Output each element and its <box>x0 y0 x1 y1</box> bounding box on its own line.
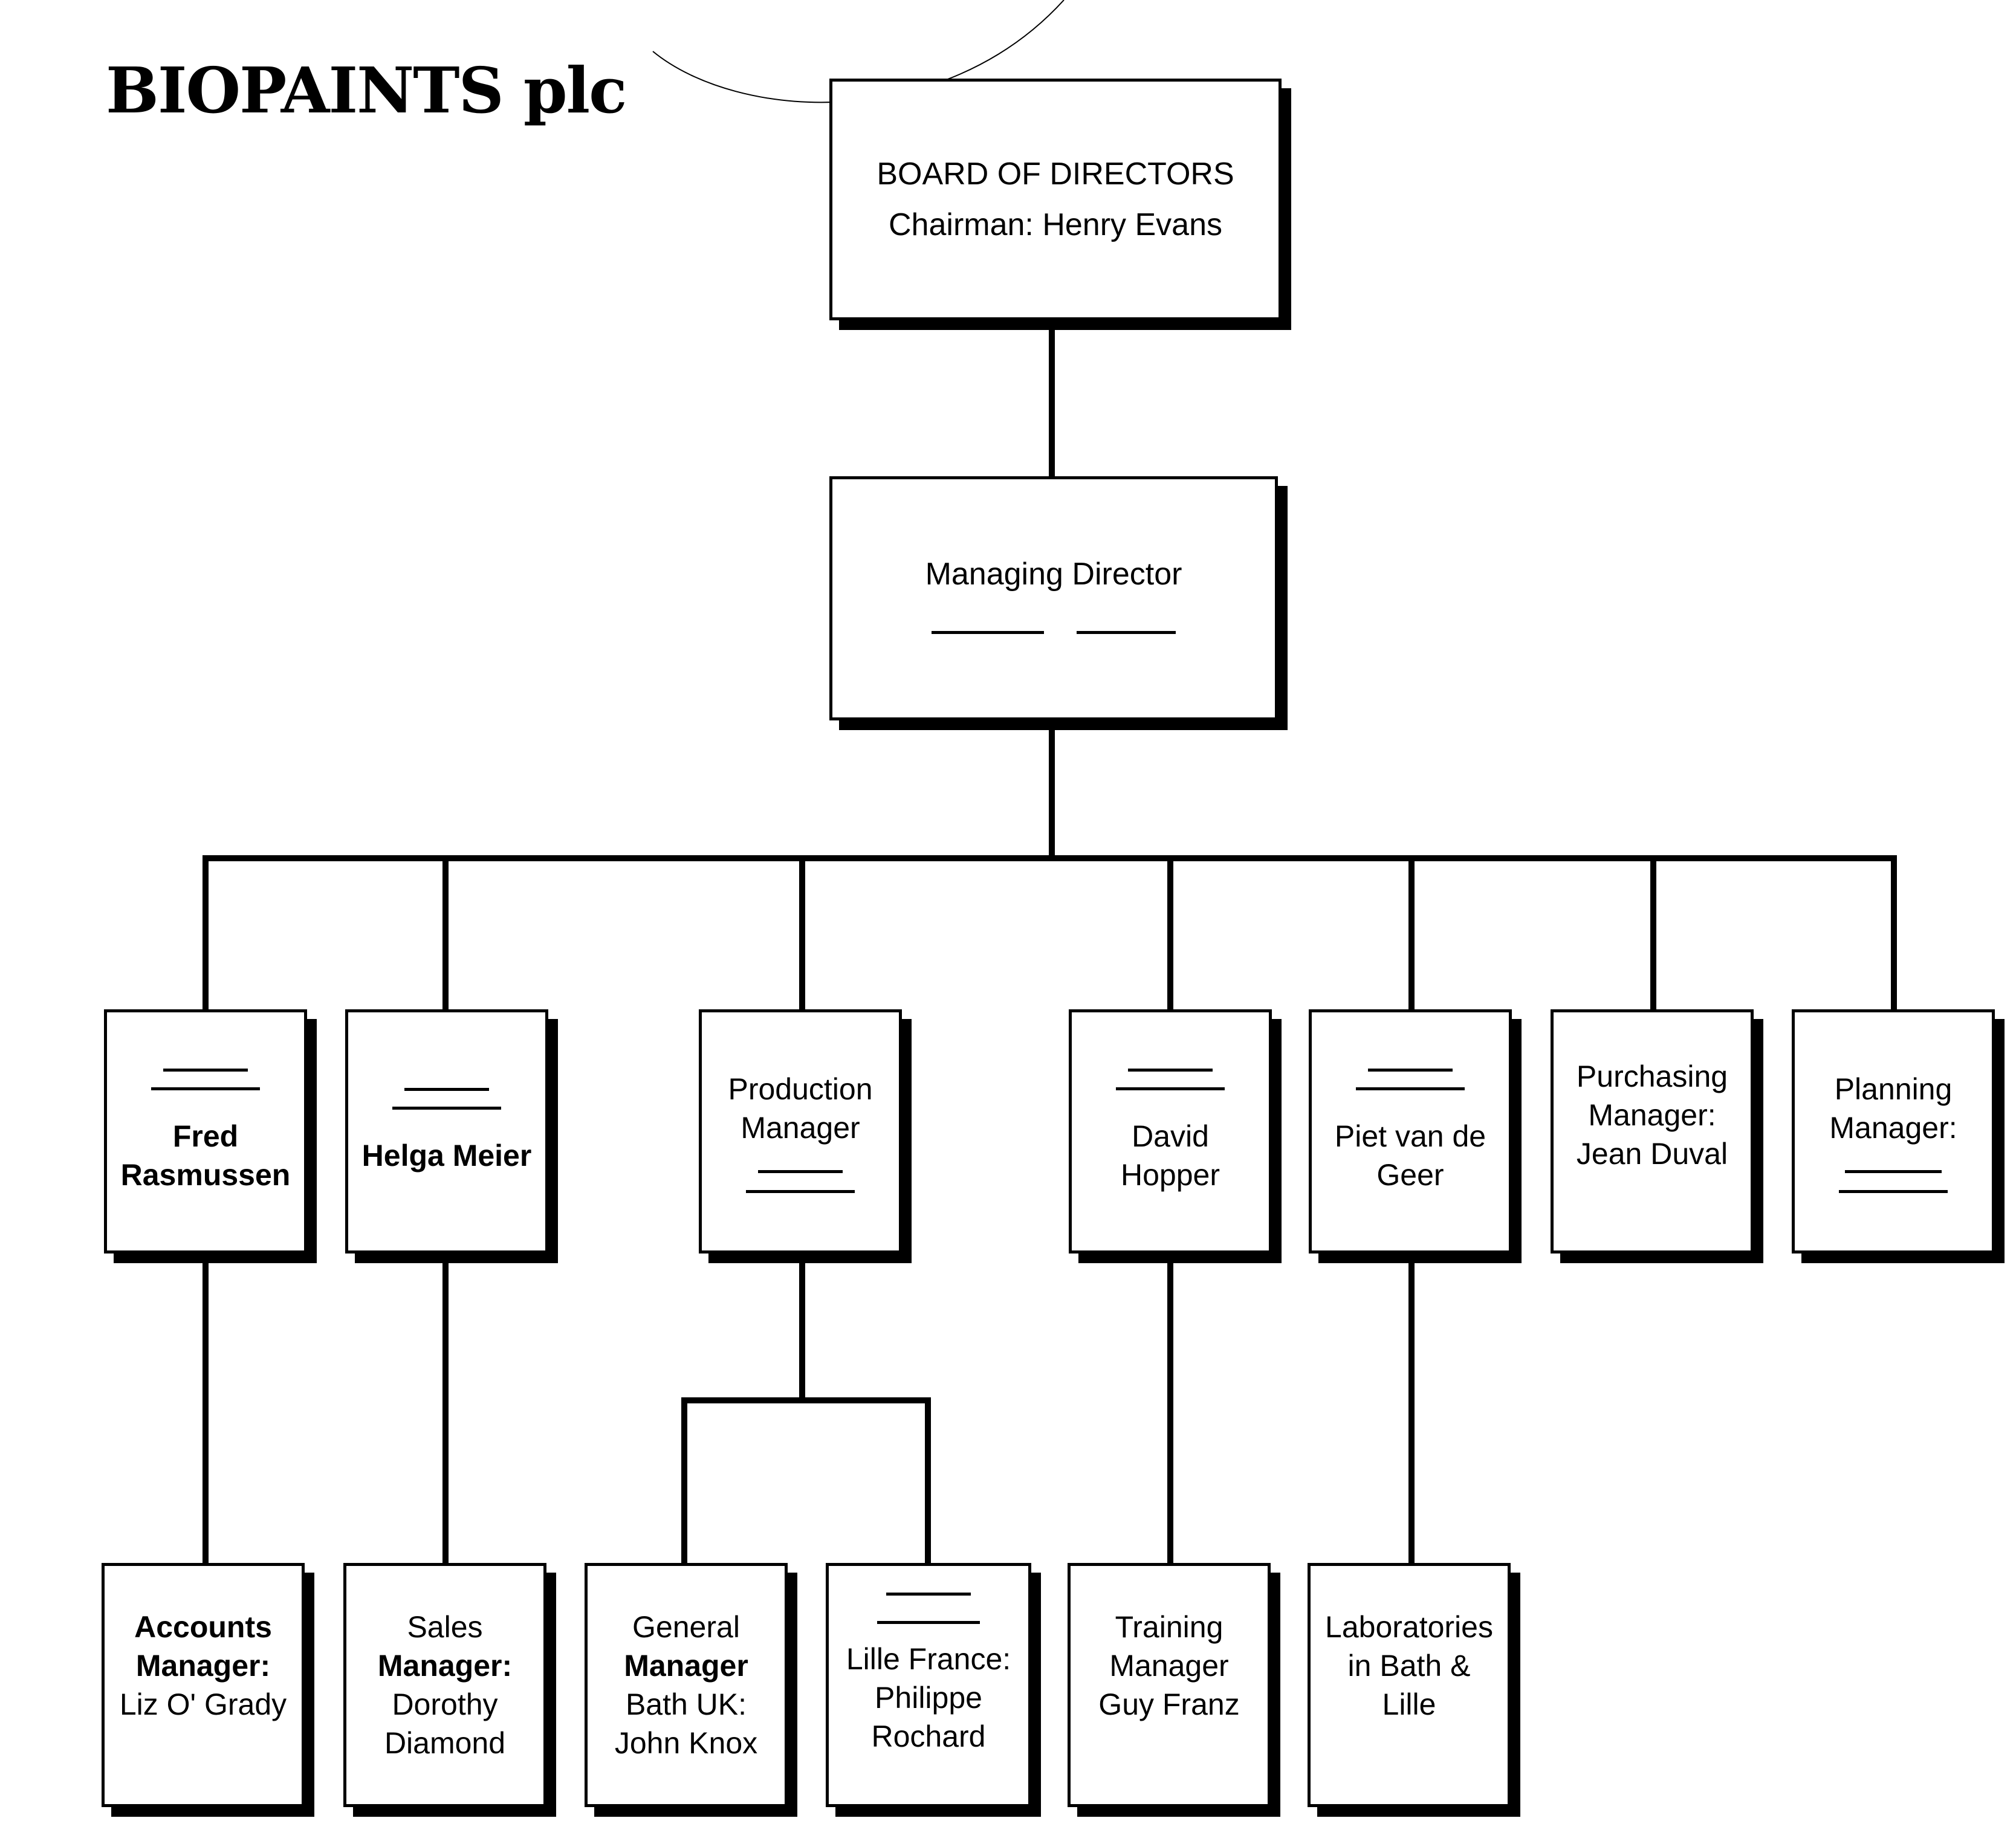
accounts-line1: Accounts <box>134 1610 272 1644</box>
planning-line1: Planning <box>1834 1072 1953 1106</box>
blank-line <box>877 1621 980 1624</box>
lille-line3: Rochard <box>871 1719 986 1753</box>
training-line1: Training <box>1115 1610 1224 1644</box>
training-line2: Manager <box>1109 1649 1229 1683</box>
managing-director-name-blanks <box>932 616 1176 649</box>
sales-line4: Diamond <box>384 1726 506 1760</box>
production-line1: Production <box>728 1072 873 1106</box>
blank-line <box>1356 1087 1465 1090</box>
production-line2: Manager <box>741 1111 860 1145</box>
blank-line <box>1077 630 1176 634</box>
fred-line2: Rasmussen <box>120 1158 291 1192</box>
lille-line2: Philippe <box>875 1681 982 1715</box>
blank-line <box>932 630 1044 634</box>
level2-box-david-hopper: David Hopper <box>1069 1009 1272 1253</box>
helga-name: Helga Meier <box>361 1139 532 1173</box>
blank-line <box>151 1087 260 1090</box>
level2-box-planning-manager: Planning Manager: <box>1792 1009 1995 1253</box>
board-title: BOARD OF DIRECTORS <box>877 157 1234 192</box>
level3-box-training-manager: Training Manager Guy Franz . <box>1068 1563 1271 1807</box>
blank-line <box>1845 1170 1942 1173</box>
lille-line1: Lille France: <box>846 1642 1011 1676</box>
accounts-line2: Manager: <box>135 1649 271 1683</box>
blank-line <box>163 1069 248 1072</box>
level2-box-production-manager: Production Manager <box>699 1009 902 1253</box>
piet-line1: Piet van de <box>1334 1119 1486 1153</box>
level2-box-fred-rasmussen: Fred Rasmussen <box>104 1009 307 1253</box>
level2-box-piet-van-de-geer: Piet van de Geer <box>1309 1009 1512 1253</box>
purchasing-line3: Jean Duval <box>1576 1137 1728 1171</box>
bath-line2: Manager <box>624 1649 748 1683</box>
labs-line3: Lille <box>1382 1687 1436 1721</box>
labs-line1: Laboratories <box>1325 1610 1493 1644</box>
blank-line <box>746 1190 855 1193</box>
company-title: BIOPAINTS plc <box>106 53 627 128</box>
david-line2: Hopper <box>1121 1158 1220 1192</box>
blank-line <box>1839 1190 1948 1193</box>
blank-line <box>758 1170 843 1173</box>
training-line3: Guy Franz <box>1098 1687 1240 1721</box>
level3-box-sales-manager: Sales Manager: Dorothy Diamond <box>343 1563 546 1807</box>
bath-line4: John Knox <box>614 1726 758 1760</box>
fred-line1: Fred <box>172 1119 239 1153</box>
bath-line3: Bath UK: <box>625 1687 747 1721</box>
managing-director-title: Managing Director <box>925 556 1182 592</box>
blank-line <box>1128 1069 1213 1072</box>
board-of-directors-box: BOARD OF DIRECTORS Chairman: Henry Evans <box>829 79 1282 320</box>
level3-box-lille-france: Lille France: Philippe Rochard <box>826 1563 1031 1807</box>
level3-box-accounts-manager: Accounts Manager: Liz O' Grady . <box>102 1563 305 1807</box>
board-chairman: Chairman: Henry Evans <box>889 207 1222 242</box>
bath-line1: General <box>632 1610 740 1644</box>
purchasing-line2: Manager: <box>1588 1098 1716 1132</box>
blank-line <box>404 1088 489 1091</box>
sales-line2: Manager: <box>377 1649 513 1683</box>
blank-line <box>1368 1069 1453 1072</box>
sales-line3: Dorothy <box>392 1687 498 1721</box>
level2-box-purchasing-manager: Purchasing Manager: Jean Duval <box>1551 1009 1754 1253</box>
piet-line2: Geer <box>1376 1158 1444 1192</box>
managing-director-box: Managing Director <box>829 476 1278 720</box>
labs-line2: in Bath & <box>1347 1649 1471 1683</box>
accounts-line3: Liz O' Grady <box>119 1687 287 1721</box>
blank-line <box>392 1107 501 1110</box>
blank-line <box>886 1593 971 1596</box>
level2-box-helga-meier: Helga Meier <box>345 1009 548 1253</box>
sales-line1: Sales <box>407 1610 483 1644</box>
level3-box-general-manager-bath: General Manager Bath UK: John Knox <box>585 1563 788 1807</box>
planning-line2: Manager: <box>1829 1111 1957 1145</box>
purchasing-line1: Purchasing <box>1576 1059 1728 1093</box>
level3-box-laboratories: Laboratories in Bath & Lille . <box>1308 1563 1511 1807</box>
david-line1: David <box>1132 1119 1209 1153</box>
blank-line <box>1116 1087 1225 1090</box>
